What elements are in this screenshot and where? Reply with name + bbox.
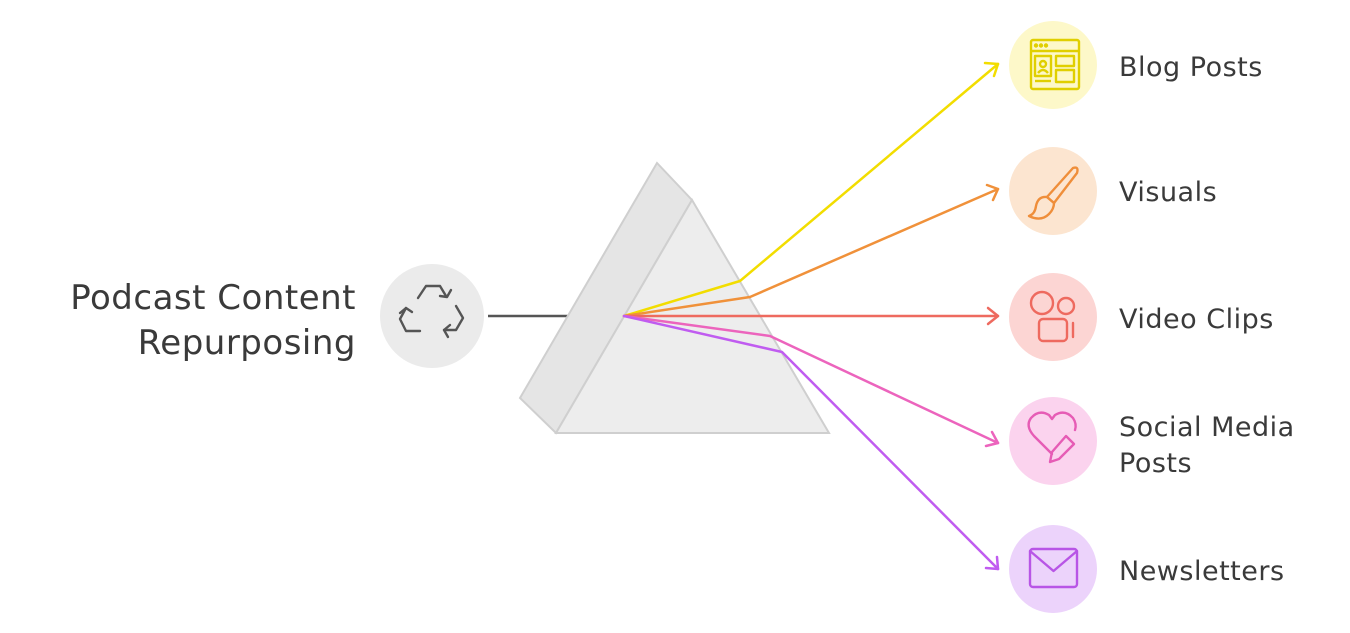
paintbrush-icon xyxy=(1027,166,1079,220)
output-visuals: Visuals xyxy=(1009,147,1217,235)
output-video-clips: Video Clips xyxy=(1009,273,1274,361)
social-circle xyxy=(1009,397,1097,485)
output-beams xyxy=(622,61,1000,571)
beam-video xyxy=(622,306,1000,326)
beam-social xyxy=(622,314,1000,448)
newsletters-label: Newsletters xyxy=(1119,556,1285,587)
output-newsletters: Newsletters xyxy=(1009,525,1285,613)
blog-posts-label: Blog Posts xyxy=(1119,52,1263,83)
source-circle xyxy=(380,264,484,368)
title-line-2: Repurposing xyxy=(138,323,356,363)
beam-blog xyxy=(622,61,1000,318)
social-media-label-line-2: Posts xyxy=(1119,448,1192,479)
visuals-label: Visuals xyxy=(1119,177,1217,208)
blog-layout-icon xyxy=(1029,38,1081,91)
beam-newsletters xyxy=(622,314,1000,571)
output-blog-posts: Blog Posts xyxy=(1009,21,1263,109)
source-node xyxy=(380,264,484,368)
video-clips-label: Video Clips xyxy=(1119,304,1274,335)
blog-circle xyxy=(1009,21,1097,109)
video-call-icon xyxy=(1029,290,1076,343)
recycle-icon xyxy=(398,284,465,339)
video-circle xyxy=(1009,273,1097,361)
social-media-label-line-1: Social Media xyxy=(1119,412,1295,443)
title-line-1: Podcast Content xyxy=(70,278,356,318)
beam-visuals xyxy=(622,183,1000,318)
diagram-title: Podcast Content Repurposing xyxy=(70,278,356,363)
prism xyxy=(518,161,831,435)
heart-edit-icon xyxy=(1027,411,1077,464)
envelope-icon xyxy=(1028,547,1079,589)
output-social-media-posts: Social Media Posts xyxy=(1009,397,1295,485)
